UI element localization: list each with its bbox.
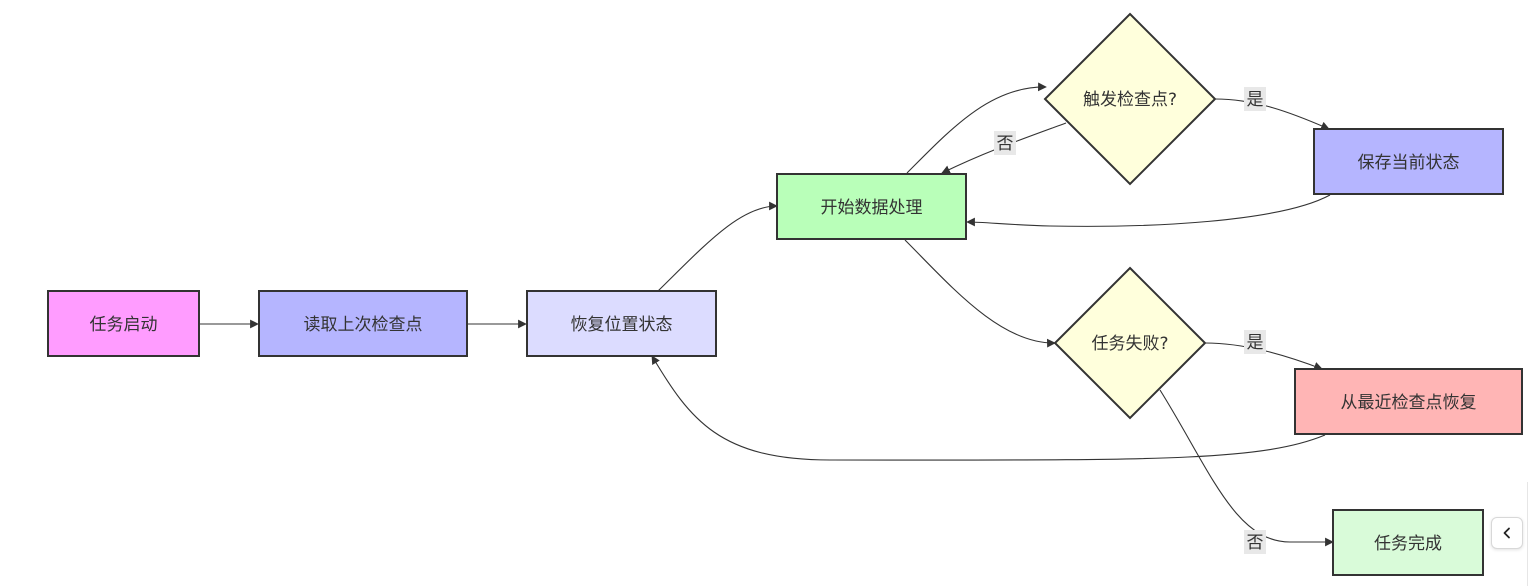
node-save-state-label: 保存当前状态: [1358, 153, 1460, 173]
node-recover-label: 从最近检查点恢复: [1341, 393, 1477, 413]
node-read-checkpoint: 读取上次检查点: [258, 290, 468, 357]
panel-edge-divider: [1527, 482, 1530, 586]
node-save-state: 保存当前状态: [1313, 128, 1504, 195]
edge-label-failed-yes: 是: [1244, 330, 1266, 354]
edge-label-failed-no: 否: [1244, 530, 1266, 554]
edge-process-to-trigger: [906, 82, 1047, 174]
edge-save-to-process: [966, 194, 1331, 227]
edge-recover-to-restore: [651, 355, 1326, 461]
node-start-label: 任务启动: [90, 315, 158, 335]
edge-restore-to-process: [657, 201, 778, 292]
edge-label-trigger-no: 否: [994, 131, 1016, 155]
node-recover: 从最近检查点恢复: [1294, 368, 1523, 435]
edge-label-failed-yes-text: 是: [1247, 333, 1264, 353]
collapse-panel-button[interactable]: [1491, 517, 1523, 549]
node-restore-state: 恢复位置状态: [526, 290, 717, 357]
chevron-left-icon: [1503, 527, 1510, 539]
node-start: 任务启动: [47, 290, 200, 357]
edge-label-failed-no-text: 否: [1247, 533, 1264, 553]
edge-label-trigger-yes: 是: [1244, 87, 1266, 111]
edge-process-to-failed: [904, 239, 1056, 348]
node-read-checkpoint-label: 读取上次检查点: [304, 315, 423, 335]
edge-trigger-yes-to-save: [1214, 98, 1330, 130]
node-process: 开始数据处理: [776, 173, 967, 240]
node-task-failed-label: 任务失败?: [1091, 334, 1168, 354]
node-task-failed: 任务失败?: [1053, 266, 1207, 420]
edge-label-trigger-yes-text: 是: [1247, 90, 1264, 110]
node-trigger-checkpoint-label: 触发检查点?: [1083, 90, 1177, 110]
edge-label-trigger-no-text: 否: [997, 134, 1014, 154]
node-done-label: 任务完成: [1374, 534, 1442, 554]
node-process-label: 开始数据处理: [821, 198, 923, 218]
node-done: 任务完成: [1332, 509, 1484, 576]
node-trigger-checkpoint: 触发检查点?: [1043, 12, 1217, 186]
node-restore-state-label: 恢复位置状态: [571, 315, 673, 335]
